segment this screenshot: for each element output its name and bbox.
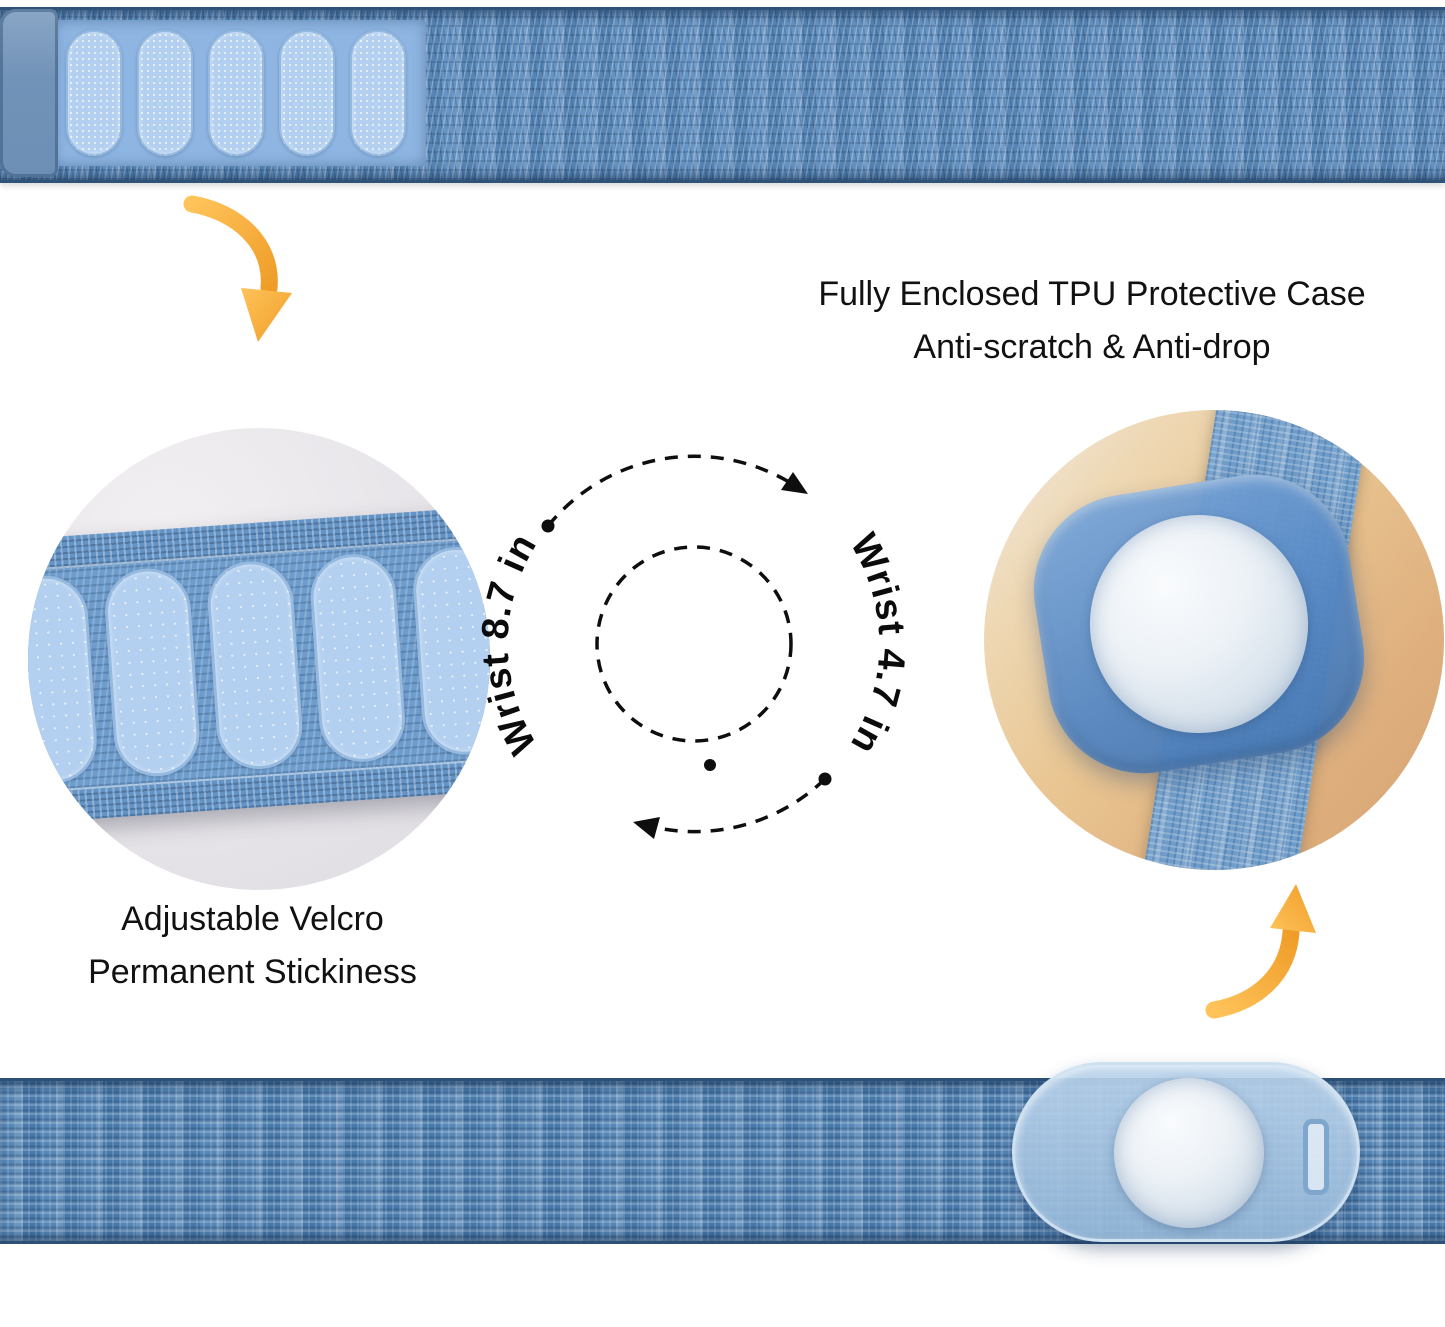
wrist-size-diagram: Wrist 8.7 in Wrist 4.7 in (475, 454, 913, 839)
case-annotation: Fully Enclosed TPU Protective Case Anti-… (742, 268, 1442, 373)
outer-dashed-arc-top (546, 454, 795, 528)
velcro-pad (28, 572, 100, 787)
velcro-pad (204, 558, 306, 772)
bottom-airtag-case (1012, 1062, 1360, 1242)
airtag-dome (1074, 499, 1324, 749)
case-annotation-line2: Anti-scratch & Anti-drop (913, 327, 1271, 366)
velcro-annotation: Adjustable Velcro Permanent Stickiness (10, 893, 495, 998)
arc-end-dot (818, 772, 832, 786)
strap-end-cap (0, 9, 58, 177)
wrist-wear-photo (984, 410, 1444, 870)
velcro-pad (208, 30, 264, 156)
bottom-airtag-dome (1114, 1078, 1264, 1228)
velcro-pad (137, 30, 193, 156)
svg-text:Wrist 8.7 in: Wrist 8.7 in (475, 526, 546, 761)
velcro-loop-panel (54, 20, 426, 166)
velcro-pad (350, 30, 406, 156)
curved-arrow-down-icon (183, 195, 292, 342)
velcro-annotation-line2: Permanent Stickiness (88, 952, 417, 991)
case-annotation-line1: Fully Enclosed TPU Protective Case (818, 275, 1366, 313)
velcro-pad (66, 30, 122, 156)
arc-end-dot (704, 759, 716, 771)
curved-arrow-up-icon (1205, 884, 1316, 1019)
zoom-strap (28, 502, 490, 826)
velcro-annotation-line1: Adjustable Velcro (121, 900, 384, 938)
velcro-pad (102, 565, 203, 780)
wrist-outer-label: Wrist 8.7 in (475, 526, 545, 761)
inner-dashed-circle (595, 545, 793, 743)
zoom-velcro-field (28, 532, 490, 796)
airtag-case (1020, 460, 1378, 788)
top-strap (0, 7, 1445, 183)
velcro-pad (279, 30, 335, 156)
outer-dashed-arc-bottom (648, 777, 827, 834)
arc-arrowhead-icon (633, 817, 660, 839)
svg-text:Wrist 4.7 in: Wrist 4.7 in (842, 527, 913, 762)
wrist-inner-label: Wrist 4.7 in (842, 527, 912, 762)
arc-end-dot (541, 519, 555, 533)
arc-arrowhead-icon (781, 472, 808, 494)
strap-slot (1303, 1119, 1329, 1195)
velcro-zoom-photo (28, 428, 490, 890)
velcro-pad (307, 551, 408, 765)
